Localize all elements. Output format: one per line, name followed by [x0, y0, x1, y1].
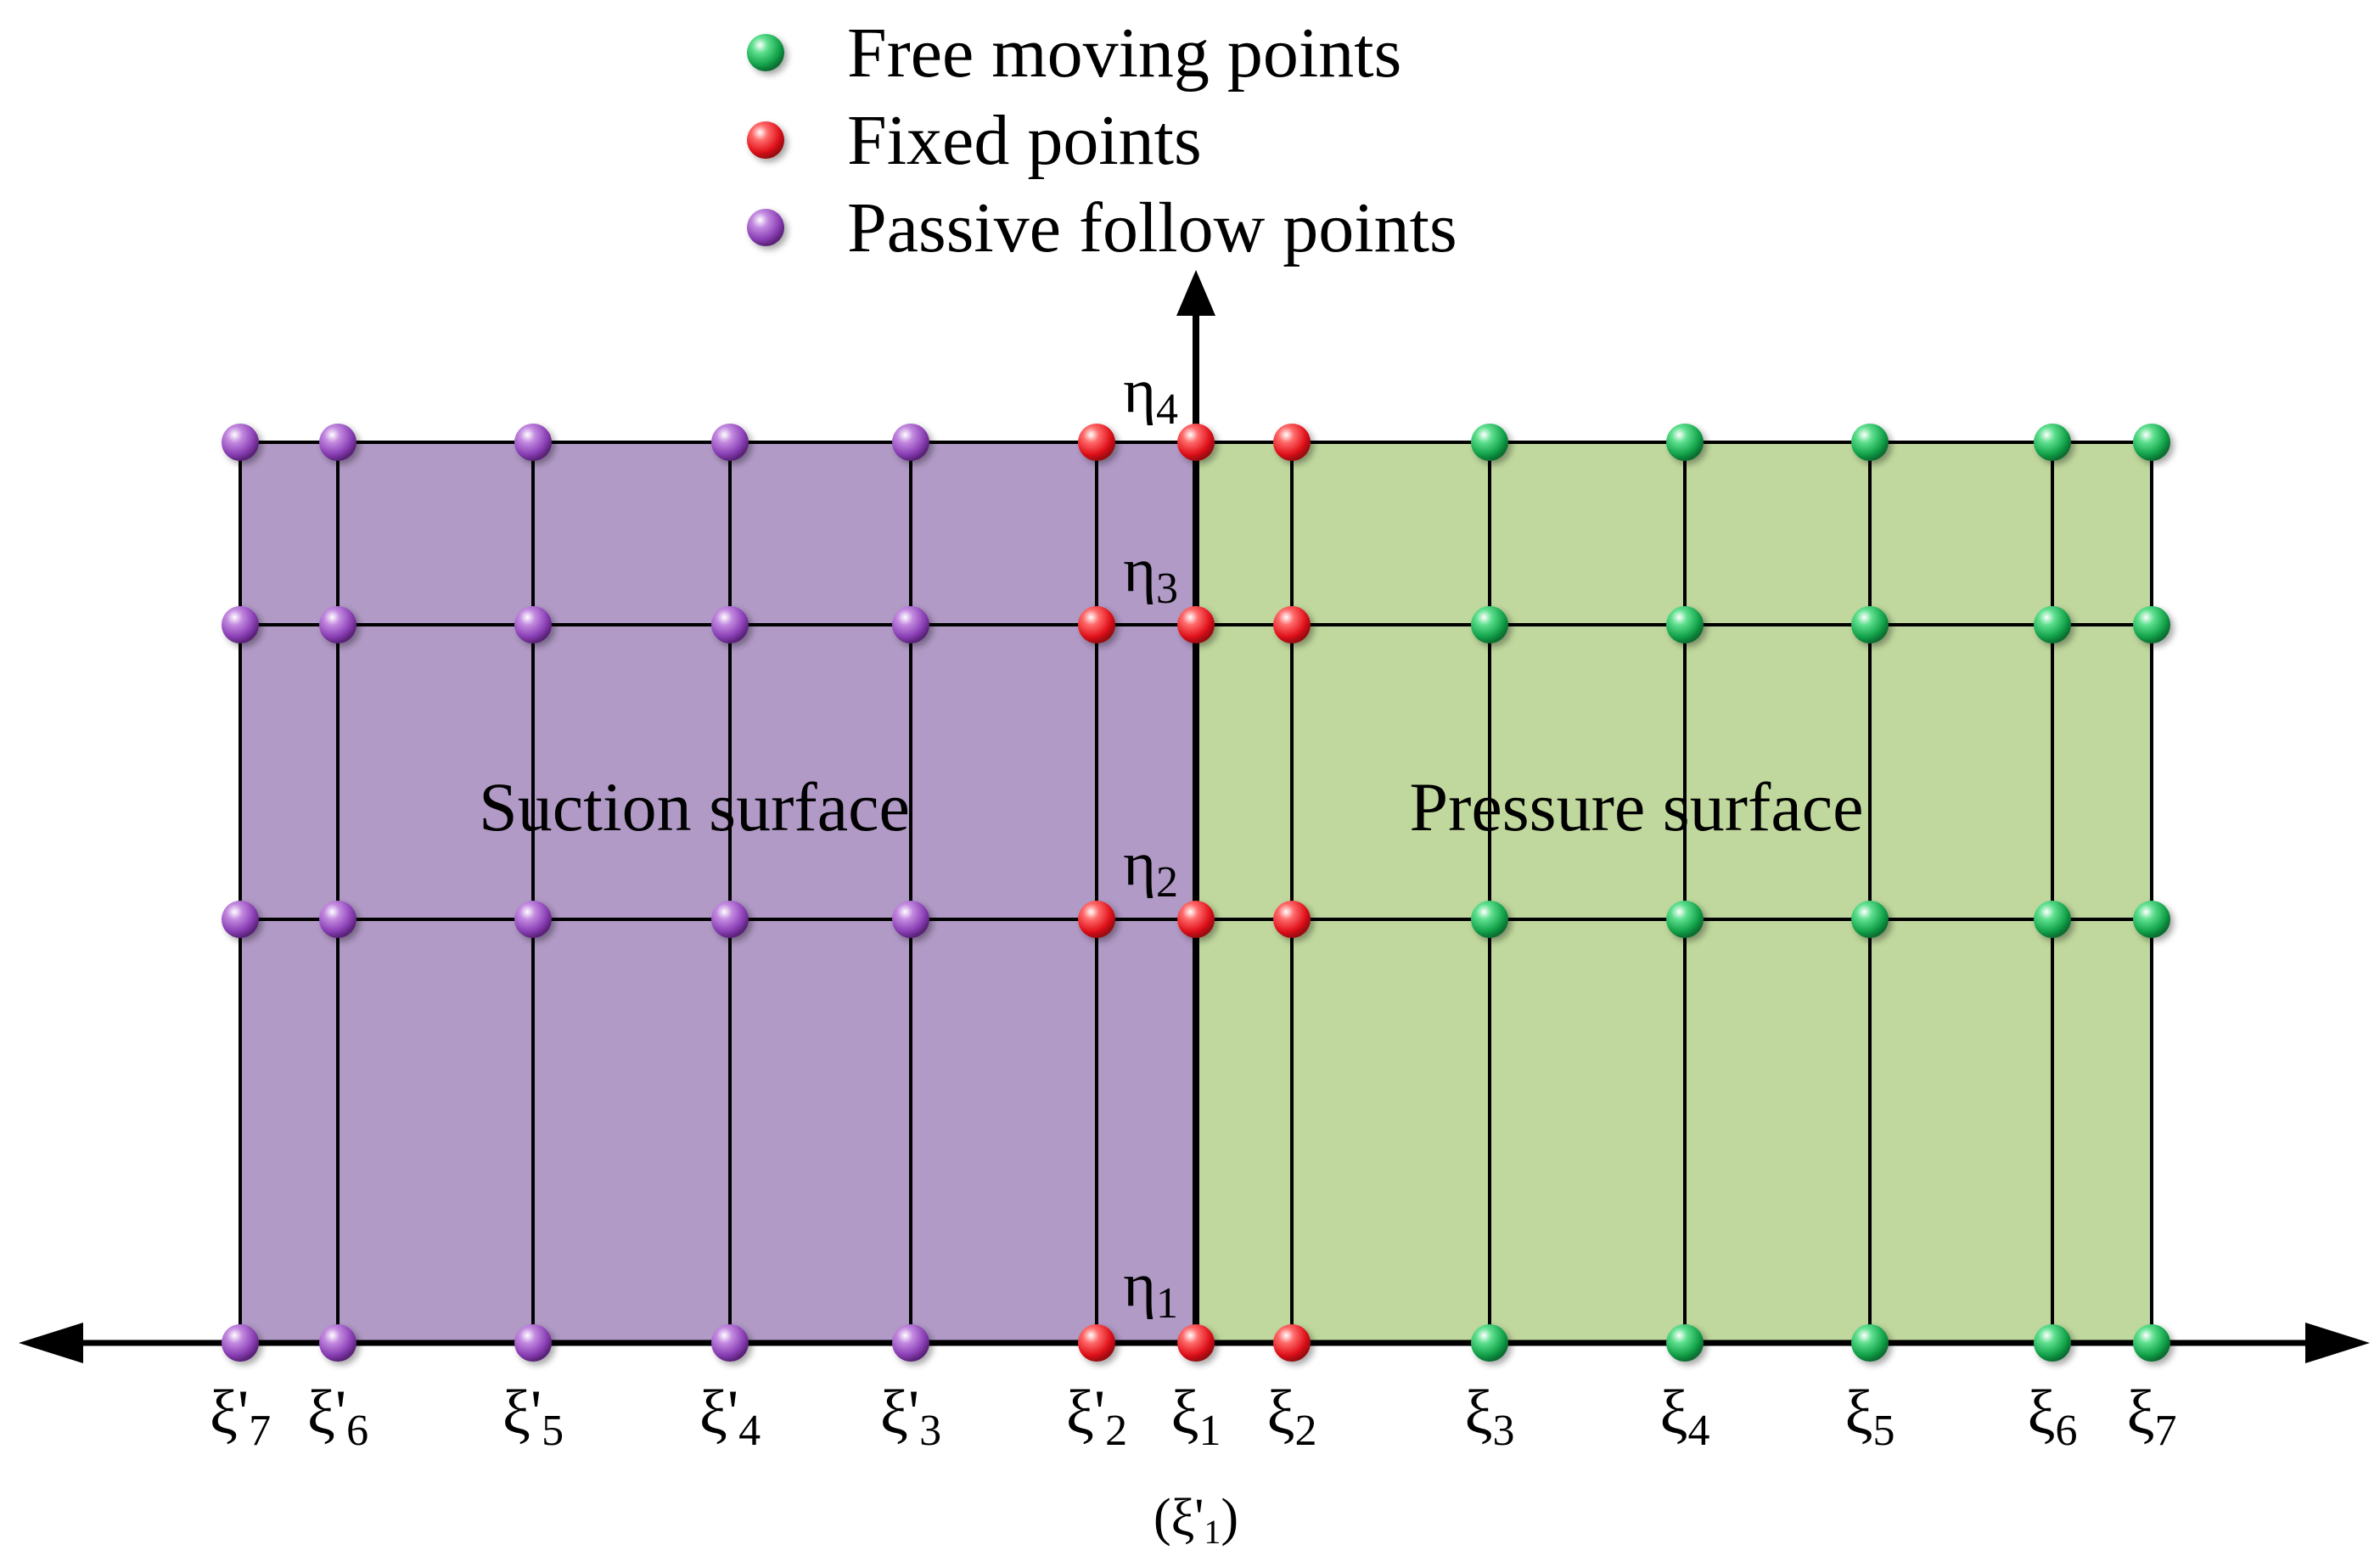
free-point [1666, 424, 1704, 461]
free-point [1471, 901, 1508, 938]
free-point [1666, 1324, 1704, 1362]
free-point [2034, 606, 2071, 643]
passive-point [319, 424, 356, 461]
passive-point [892, 424, 929, 461]
xi-label: ξ6 [2028, 1378, 2078, 1455]
pressure-surface-region [1196, 442, 2152, 1343]
legend-passive-label: Passive follow points [847, 188, 1457, 267]
xi-axis-labels: ξ'7 ξ'6 ξ'5 ξ'4 ξ'3 ξ'2 ξ1 ξ2 ξ3 ξ4 ξ5 ξ6 ξ7 [210, 1378, 2177, 1455]
legend-passive-marker-icon [747, 209, 784, 246]
legend-free-marker-icon [747, 34, 784, 71]
fixed-point [1078, 606, 1115, 643]
xi-label: ξ1 [1171, 1378, 1221, 1455]
fixed-point [1273, 424, 1311, 461]
eta-label: η2 [1123, 829, 1178, 907]
free-point [2034, 1324, 2071, 1362]
free-point [2034, 424, 2071, 461]
free-point [1666, 606, 1704, 643]
passive-point [514, 606, 552, 643]
xi-label: ξ2 [1267, 1378, 1317, 1455]
fixed-point [1273, 606, 1311, 643]
passive-point [711, 901, 749, 938]
xi-label: ξ'2 [1066, 1378, 1127, 1455]
fixed-point [1078, 901, 1115, 938]
free-point [2133, 606, 2170, 643]
legend-free-label: Free moving points [847, 14, 1401, 93]
free-point [2034, 901, 2071, 938]
fixed-point [1273, 1324, 1311, 1362]
grid-points [222, 424, 2170, 1362]
free-point [1851, 901, 1889, 938]
fixed-point [1177, 901, 1215, 938]
passive-point [222, 1324, 259, 1362]
xi-label: ξ7 [2127, 1378, 2177, 1455]
xi-label: ξ'3 [880, 1378, 941, 1455]
xi-label: ξ'4 [699, 1378, 761, 1455]
passive-point [514, 1324, 552, 1362]
legend-fixed-label: Fixed points [847, 101, 1202, 180]
passive-point [319, 606, 356, 643]
passive-point [892, 606, 929, 643]
fixed-point [1078, 424, 1115, 461]
passive-point [514, 424, 552, 461]
fixed-point [1273, 901, 1311, 938]
xi-label: ξ5 [1845, 1378, 1895, 1455]
eta-label: η3 [1123, 536, 1178, 613]
suction-surface-label: Suction surface [479, 768, 910, 845]
fixed-point [1078, 1324, 1115, 1362]
passive-point [711, 606, 749, 643]
xi-prime-1-alias-label: (ξ'1) [1154, 1489, 1238, 1551]
fixed-point [1177, 1324, 1215, 1362]
passive-point [222, 606, 259, 643]
free-point [2133, 1324, 2170, 1362]
free-point [1471, 424, 1508, 461]
free-point [1666, 901, 1704, 938]
free-point [2133, 901, 2170, 938]
free-point [1471, 606, 1508, 643]
passive-point [892, 1324, 929, 1362]
passive-point [514, 901, 552, 938]
eta-label: η4 [1123, 357, 1178, 434]
fixed-point [1177, 424, 1215, 461]
xi-label: ξ3 [1465, 1378, 1515, 1455]
passive-point [222, 424, 259, 461]
free-point [1851, 1324, 1889, 1362]
passive-point [319, 1324, 356, 1362]
x-axis-right-arrow-icon [2305, 1323, 2370, 1363]
y-axis-arrow-icon [1176, 270, 1215, 316]
passive-point [319, 901, 356, 938]
pressure-surface-label: Pressure surface [1409, 768, 1863, 845]
free-point [1851, 424, 1889, 461]
passive-point [222, 901, 259, 938]
free-point [2133, 424, 2170, 461]
xi-label: ξ4 [1660, 1378, 1710, 1455]
suction-surface-region [240, 442, 1196, 1343]
passive-point [711, 424, 749, 461]
free-point [1851, 606, 1889, 643]
xi-label: ξ'6 [307, 1378, 368, 1455]
xi-label: ξ'7 [210, 1378, 271, 1455]
eta-axis-labels: η1 η2 η3 η4 [1123, 357, 1178, 1328]
fixed-point [1177, 606, 1215, 643]
free-point [1471, 1324, 1508, 1362]
passive-point [711, 1324, 749, 1362]
legend-fixed-marker-icon [747, 121, 784, 159]
x-axis-left-arrow-icon [19, 1323, 83, 1363]
eta-label: η1 [1123, 1250, 1178, 1328]
passive-point [892, 901, 929, 938]
xi-label: ξ'5 [502, 1378, 564, 1455]
